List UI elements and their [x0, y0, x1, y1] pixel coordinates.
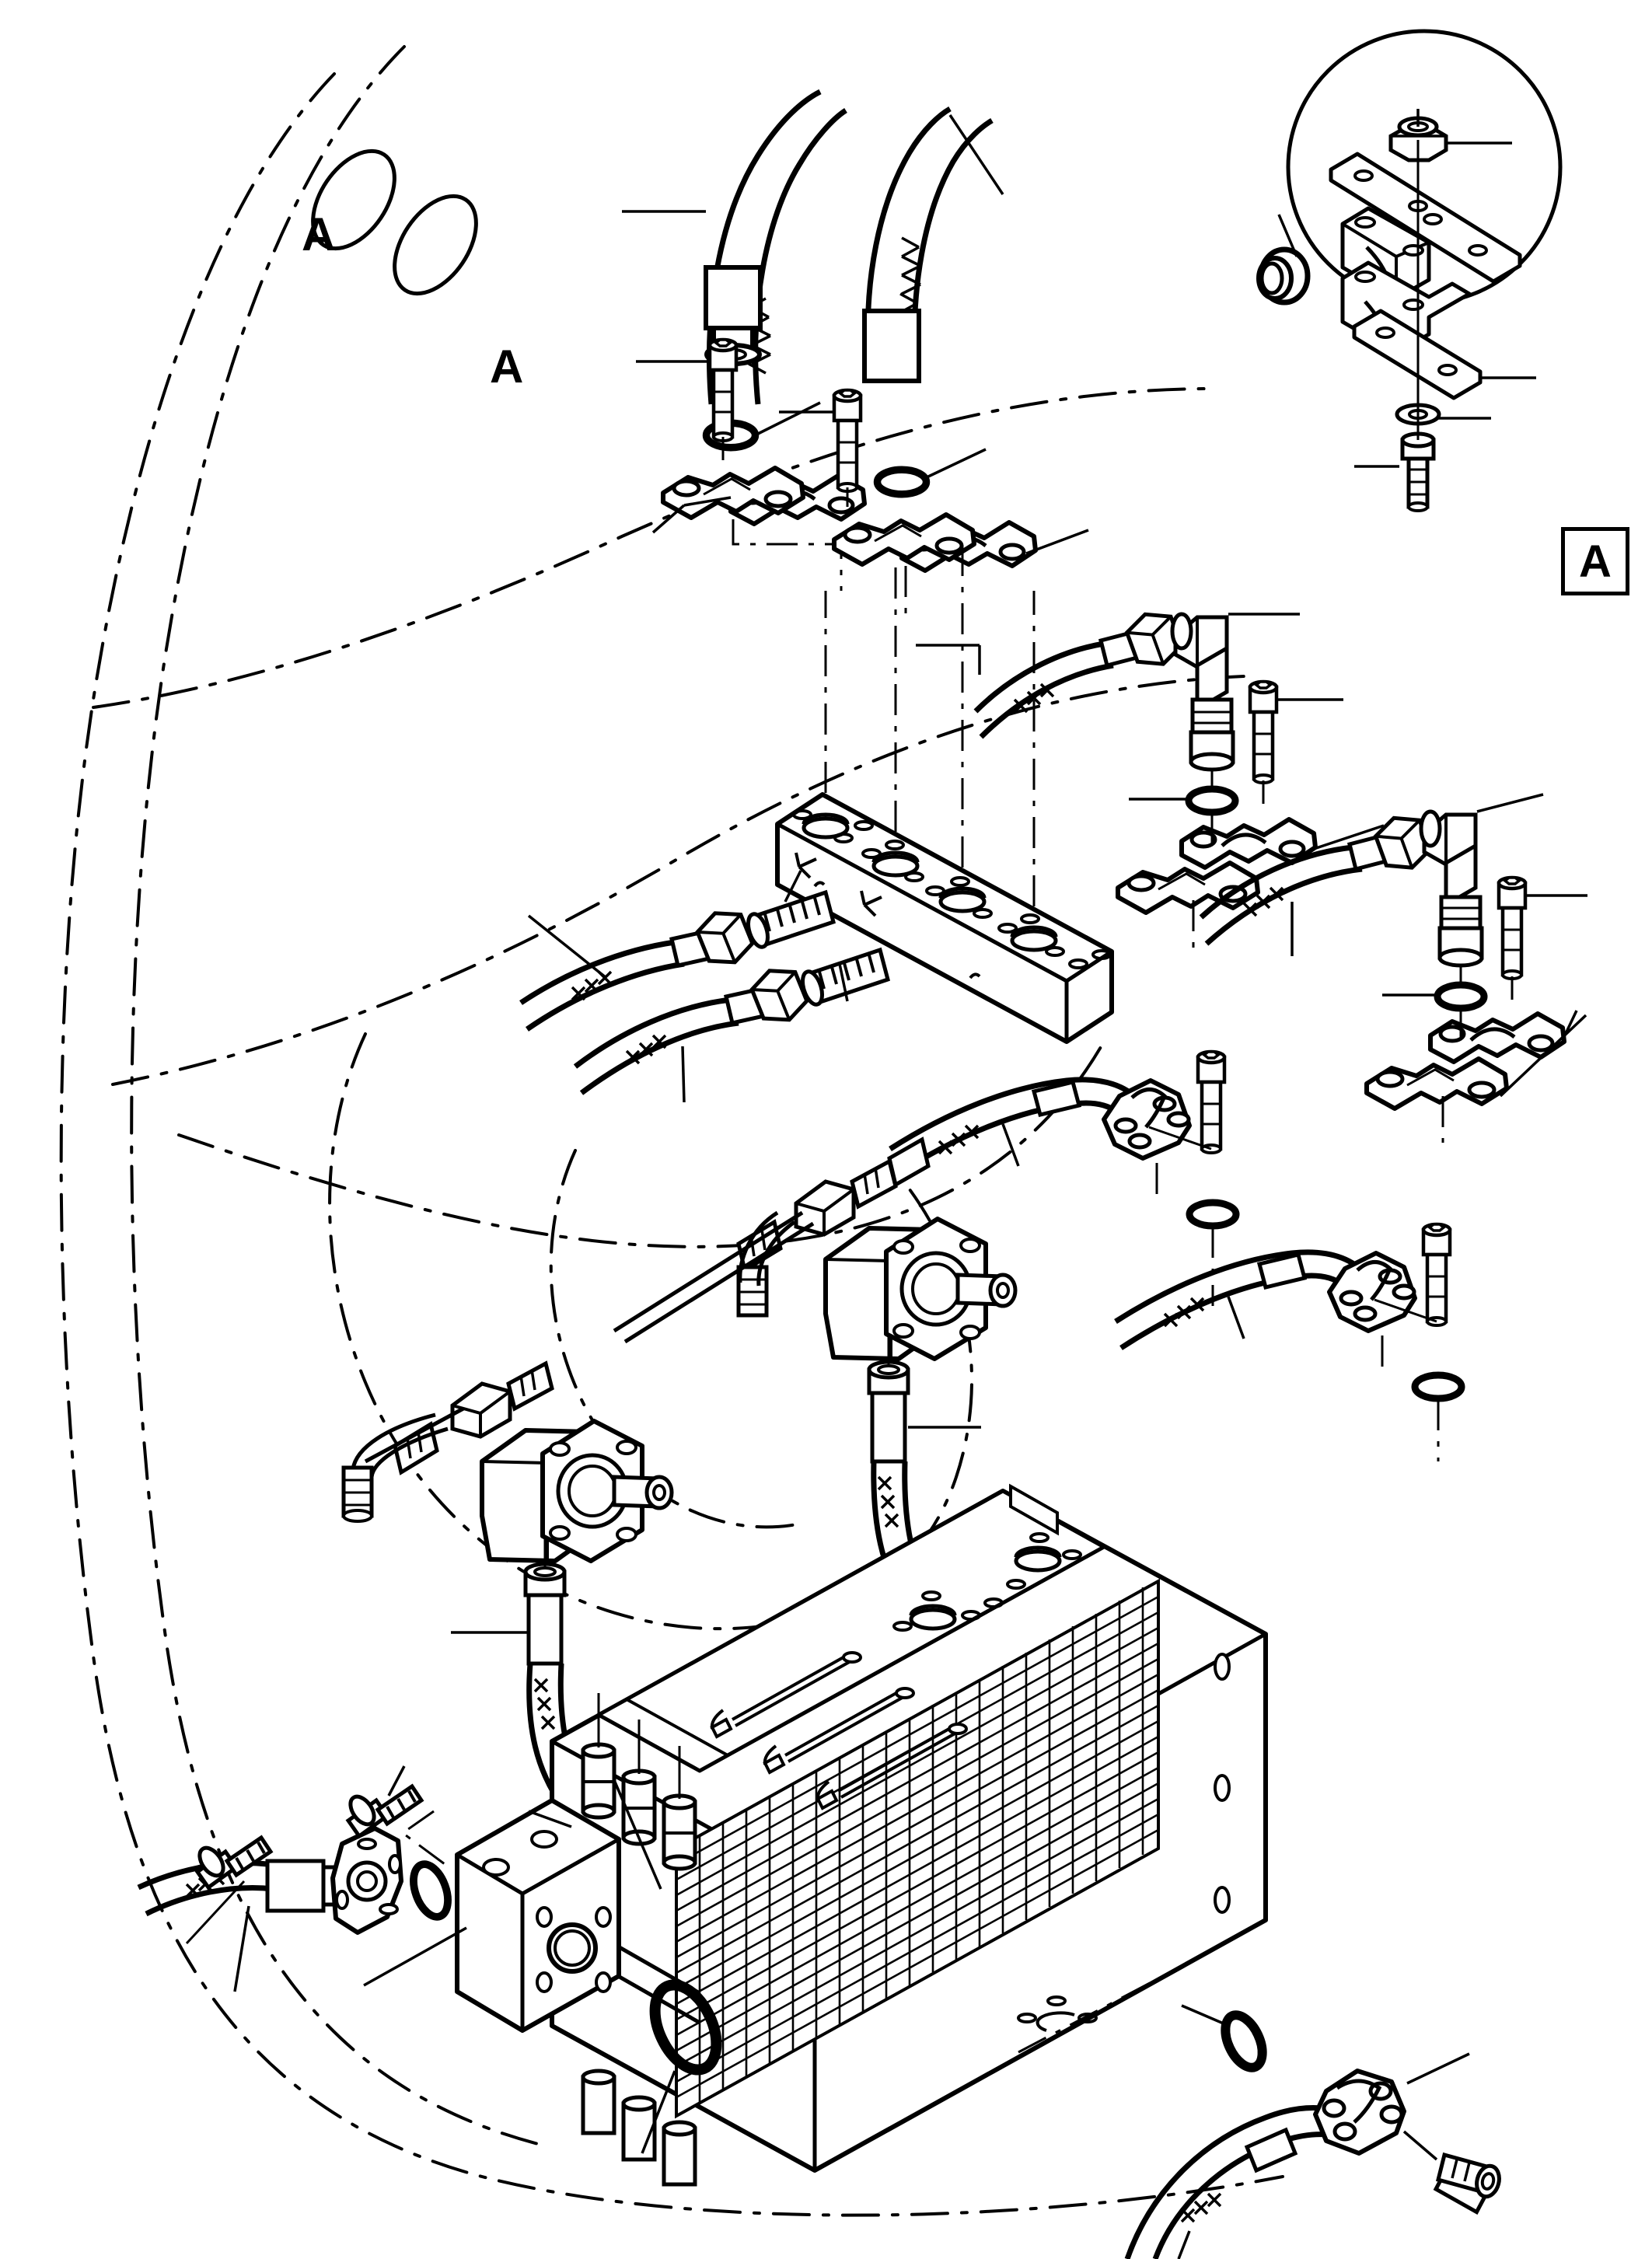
section-label-a-right: A — [490, 340, 524, 393]
manifold-bolt-holes — [792, 809, 1112, 969]
section-mark-a — [311, 148, 478, 296]
flange-set-upper-right — [779, 390, 1089, 622]
oil-cooler — [492, 1483, 1268, 2187]
cooler-top-ports — [892, 1532, 1083, 1632]
hose-flange-head — [1102, 1078, 1192, 1161]
detail-view-circle — [1256, 29, 1563, 512]
hose-flange-head-2 — [1327, 1251, 1417, 1333]
manifold-block — [775, 544, 1114, 1044]
rubber-grommet — [1256, 214, 1311, 306]
cooler-fin-core — [675, 1578, 1160, 2119]
cooler-outlet-hose — [1124, 2004, 1501, 2259]
hydraulic-motor-front — [341, 1360, 674, 1814]
detail-box-label-a: A — [1561, 527, 1629, 595]
flanged-hose-lower — [1114, 1224, 1462, 1461]
clamp-mounting-plate — [1329, 152, 1522, 284]
flange-set-upper-left — [636, 340, 864, 591]
port-block — [363, 1798, 621, 2033]
outlet-o-ring — [1181, 2004, 1267, 2072]
upper-hose-short — [862, 106, 1004, 383]
elbow-assembly-mid-right — [1199, 793, 1587, 1143]
cooler-tie-rods — [710, 1651, 968, 1810]
washer-and-bolt — [1354, 140, 1491, 512]
clamp-base-plate — [1352, 309, 1536, 400]
outlet-flange-head — [1313, 2052, 1470, 2156]
elbow-assembly-upper-right — [916, 606, 1385, 958]
hose-round-flange — [330, 1826, 403, 1935]
elbow-adapter-2 — [1419, 793, 1544, 968]
threaded-nipple-2 — [801, 947, 891, 1007]
cooler-bottom-port — [1017, 1995, 1098, 2032]
hydraulic-motor-rear — [613, 1136, 1018, 1611]
cap-screw-1 — [185, 1835, 274, 1945]
manifold-nipple-upper — [519, 870, 836, 1032]
elbow-adapter — [1170, 612, 1300, 772]
section-label-a-left: A — [302, 208, 336, 260]
manifold-ports — [802, 812, 1058, 952]
cooler-inlet-block — [137, 1765, 722, 2154]
outlet-bolt — [1402, 2130, 1501, 2215]
threaded-nipple — [746, 889, 836, 949]
motor-elbow-fittings-2 — [341, 1360, 554, 1523]
flanged-hose-upper — [889, 1052, 1236, 1306]
o-ring-large — [641, 1979, 722, 2154]
cap-screw-2 — [345, 1765, 445, 1866]
manifold-nipple-lower — [573, 947, 891, 1103]
